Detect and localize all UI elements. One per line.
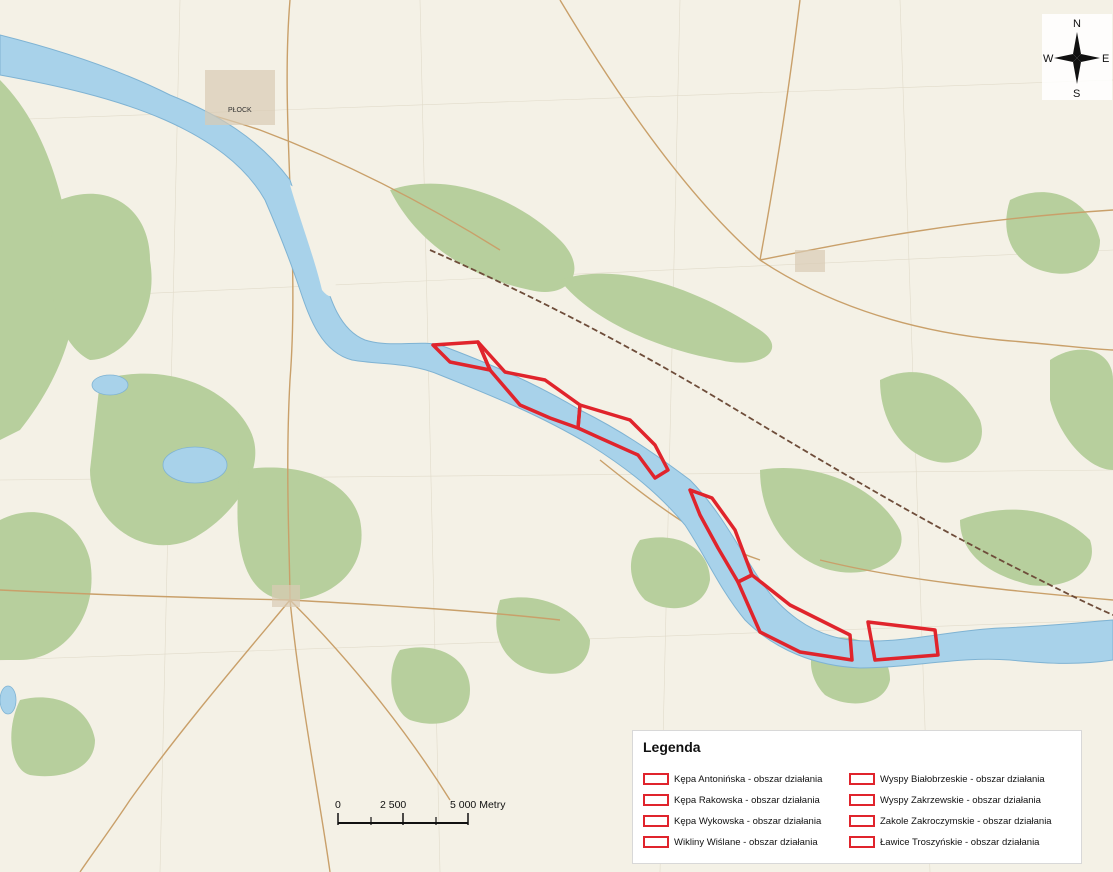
legend-column-left: Kępa Antonińska - obszar działania Kępa … — [643, 769, 822, 853]
legend-swatch — [643, 836, 669, 848]
legend-column-right: Wyspy Białobrzeskie - obszar działania W… — [849, 769, 1052, 853]
legend-swatch — [643, 794, 669, 806]
legend-label: Wyspy Zakrzewskie - obszar działania — [880, 794, 1041, 806]
legend-panel: Legenda Kępa Antonińska - obszar działan… — [632, 730, 1082, 864]
forest-areas — [0, 80, 1113, 777]
legend-item: Ławice Troszyńskie - obszar działania — [849, 832, 1052, 852]
legend-label: Kępa Antonińska - obszar działania — [674, 773, 823, 785]
compass-south-arrow — [1073, 58, 1081, 84]
legend-item: Wikliny Wiślane - obszar działania — [643, 832, 822, 852]
river-island — [290, 185, 336, 297]
legend-item: Wyspy Białobrzeskie - obszar działania — [849, 769, 1052, 789]
legend-label: Wyspy Białobrzeskie - obszar działania — [880, 773, 1045, 785]
legend-label: Zakole Zakroczymskie - obszar działania — [880, 815, 1052, 827]
scale-bar: 0 2 500 5 000 Metry — [322, 796, 522, 830]
legend-swatch — [849, 836, 875, 848]
scale-tick-label-5000: 5 000 Metry — [450, 799, 506, 811]
legend-label: Wikliny Wiślane - obszar działania — [674, 836, 818, 848]
legend-swatch — [849, 815, 875, 827]
railway-line — [429, 249, 1113, 616]
area-wyspy-bialobrzeskie[interactable] — [736, 573, 854, 662]
compass-label-e: E — [1102, 53, 1109, 65]
legend-swatch — [849, 794, 875, 806]
compass-north-arrow — [1073, 32, 1081, 58]
scale-tick-label-2500: 2 500 — [380, 799, 406, 811]
legend-label: Kępa Wykowska - obszar działania — [674, 815, 822, 827]
compass-label-w: W — [1043, 53, 1054, 65]
legend-item: Kępa Rakowska - obszar działania — [643, 790, 822, 810]
legend-swatch — [849, 773, 875, 785]
compass-east-arrow — [1077, 54, 1100, 62]
legend-label: Ławice Troszyńskie - obszar działania — [880, 836, 1040, 848]
legend-label: Kępa Rakowska - obszar działania — [674, 794, 820, 806]
town-area — [272, 585, 300, 607]
compass-west-arrow — [1054, 54, 1077, 62]
compass-label-s: S — [1073, 88, 1080, 100]
legend-item: Zakole Zakroczymskie - obszar działania — [849, 811, 1052, 831]
vistula-river — [0, 34, 1113, 669]
compass-label-n: N — [1073, 18, 1081, 30]
study-areas — [431, 340, 940, 662]
scale-tick-label-0: 0 — [335, 799, 341, 811]
legend-swatch — [643, 815, 669, 827]
area-wyspy-zakrzewskie[interactable] — [866, 620, 940, 662]
lakes — [0, 374, 228, 715]
area-kepa-wykowska[interactable] — [576, 403, 670, 480]
legend-item: Wyspy Zakrzewskie - obszar działania — [849, 790, 1052, 810]
town-label-plock: PŁOCK — [228, 107, 252, 114]
legend-title: Legenda — [643, 739, 701, 755]
legend-item: Kępa Antonińska - obszar działania — [643, 769, 822, 789]
town-area — [795, 250, 825, 272]
legend-item: Kępa Wykowska - obszar działania — [643, 811, 822, 831]
town-plock: PŁOCK — [205, 70, 275, 125]
compass-rose: N S W E — [1042, 14, 1112, 100]
legend-swatch — [643, 773, 669, 785]
